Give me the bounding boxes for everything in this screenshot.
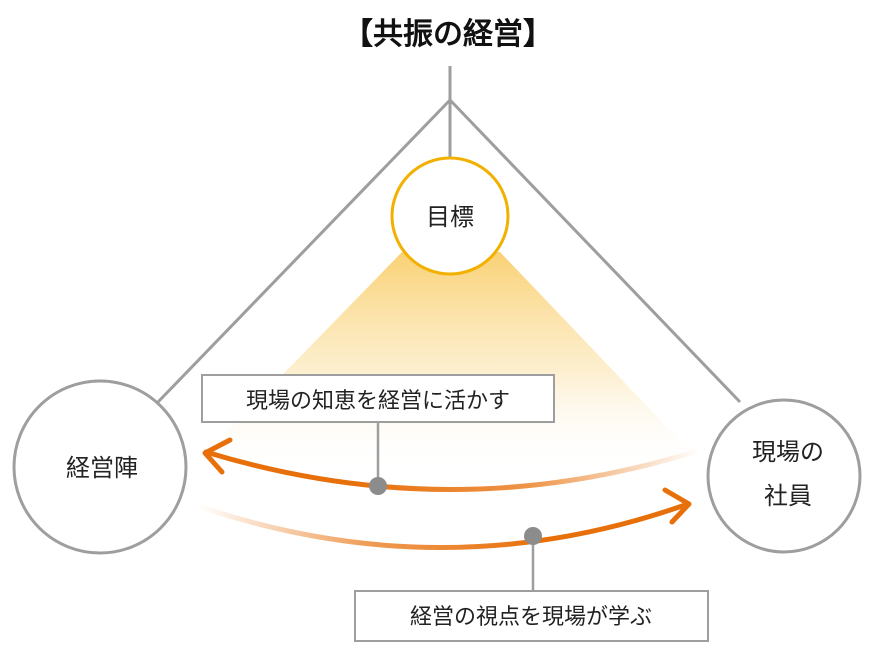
lower-callout-box bbox=[354, 590, 709, 642]
frontline-label-line1: 現場の bbox=[752, 438, 824, 466]
lower-flow-label: 経営の視点を現場が学ぶ bbox=[410, 605, 652, 630]
lower-flow-arc bbox=[195, 501, 691, 550]
frontline-node bbox=[706, 398, 862, 554]
right-roof-line bbox=[448, 98, 742, 404]
upper-callout-dot bbox=[369, 477, 387, 495]
diagram-title: 【共振の経営】 bbox=[343, 17, 553, 52]
left-roof-line bbox=[156, 98, 452, 404]
management-label: 経営陣 bbox=[66, 454, 138, 482]
goal-beam bbox=[190, 252, 708, 470]
upper-callout-box bbox=[201, 374, 555, 423]
upper-flow-label: 現場の知恵を経営に活かす bbox=[246, 389, 510, 414]
lower-flow-arrowhead bbox=[662, 487, 692, 525]
lower-callout-dot bbox=[524, 527, 542, 545]
upper-flow-arc bbox=[203, 447, 703, 492]
upper-flow-arrowhead bbox=[202, 437, 233, 475]
management-node bbox=[12, 379, 188, 555]
frontline-label-line2: 社員 bbox=[764, 482, 812, 510]
goal-label: 目標 bbox=[426, 203, 474, 231]
goal-node bbox=[390, 156, 510, 276]
